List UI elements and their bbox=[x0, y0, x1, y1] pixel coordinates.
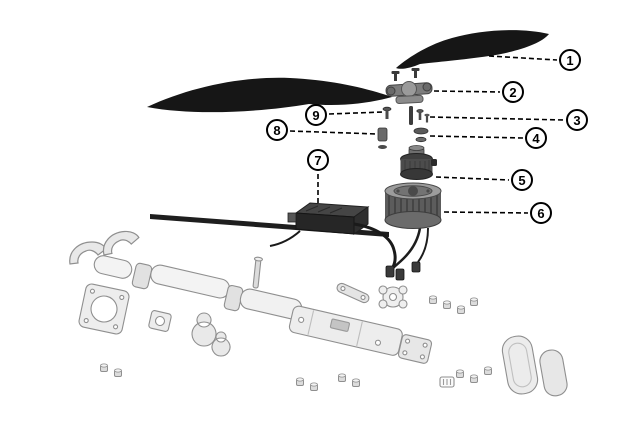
esc-module bbox=[269, 202, 397, 268]
wire-connector bbox=[439, 376, 455, 388]
callout-7: 7 bbox=[307, 149, 329, 171]
callout-5: 5 bbox=[511, 169, 533, 191]
gasket-frame bbox=[78, 283, 130, 335]
o-rings bbox=[191, 312, 231, 357]
side-bracket-large bbox=[501, 335, 539, 395]
frame-arm-assembly bbox=[69, 229, 568, 397]
callout-8: 8 bbox=[266, 119, 288, 141]
clamp-shell-icon bbox=[101, 229, 141, 256]
washers-part-4 bbox=[413, 127, 429, 143]
callout-4: 4 bbox=[525, 127, 547, 149]
small-plate bbox=[148, 310, 172, 332]
motor bbox=[384, 182, 442, 281]
leader-lines bbox=[289, 55, 565, 214]
callout-1: 1 bbox=[559, 49, 581, 71]
callout-2: 2 bbox=[502, 81, 524, 103]
arm-end-plate bbox=[397, 334, 433, 364]
propeller-blade-right bbox=[396, 30, 549, 69]
motor-mount bbox=[378, 285, 408, 309]
arm-tube-sections bbox=[93, 255, 303, 320]
standoff-part-8 bbox=[377, 127, 388, 149]
callout-3: 3 bbox=[566, 109, 588, 131]
callout-6: 6 bbox=[530, 202, 552, 224]
linkage-lever bbox=[336, 282, 370, 304]
hinge-pin bbox=[252, 256, 263, 289]
shaft-pin bbox=[409, 106, 413, 125]
callout-9: 9 bbox=[305, 104, 327, 126]
motor-rotor bbox=[400, 145, 437, 180]
screws-part-3 bbox=[416, 109, 430, 123]
side-bracket-small bbox=[539, 349, 568, 397]
propeller-blade-left bbox=[147, 77, 392, 113]
screw-part-9 bbox=[382, 106, 392, 119]
arm-main-body bbox=[288, 305, 403, 356]
propeller-hub bbox=[385, 68, 433, 105]
